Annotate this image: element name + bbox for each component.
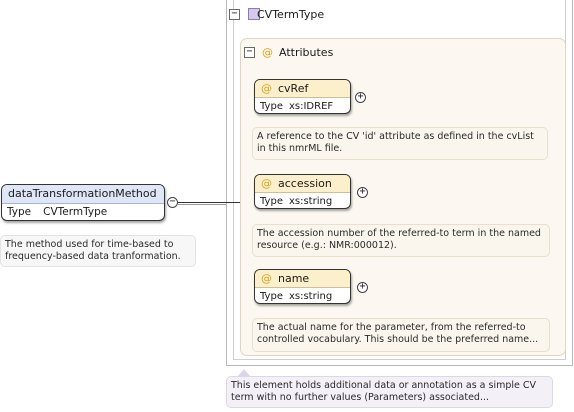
root-element-description: The method used for time-based to freque… — [0, 235, 196, 267]
attribute-header: @ name — [255, 270, 350, 288]
attributes-collapse-toggle[interactable]: − — [244, 47, 255, 58]
complex-type-description: This element holds additional data or an… — [226, 376, 553, 408]
attribute-name: cvRef — [278, 82, 309, 95]
attribute-name-expand-toggle[interactable]: + — [357, 282, 368, 293]
attribute-type-row: Type xs:string — [255, 288, 350, 303]
complex-type-description-pointer — [238, 369, 250, 376]
attribute-name-description: The actual name for the parameter, from … — [252, 318, 550, 352]
complex-type-name: CVTermType — [257, 8, 325, 21]
attribute-type-label: Type — [260, 291, 283, 302]
attribute-name: accession — [278, 177, 332, 190]
attribute-header: @ accession — [255, 175, 350, 193]
attribute-header: @ cvRef — [255, 80, 350, 98]
attribute-name: name — [278, 272, 310, 285]
attributes-at-icon: @ — [262, 46, 273, 59]
attribute-accession-description: The accession number of the referred-to … — [252, 224, 550, 257]
attribute-at-icon: @ — [261, 272, 272, 285]
root-element-name: dataTransformationMethod — [2, 185, 164, 204]
attribute-cvref-box[interactable]: @ cvRef Type xs:IDREF — [254, 79, 351, 114]
attribute-type-row: Type xs:string — [255, 193, 350, 208]
root-element-type-label: Type — [7, 206, 32, 218]
complex-type-icon — [248, 8, 260, 20]
root-element-type-row: Type CVTermType — [2, 204, 164, 220]
root-element-collapse-toggle[interactable]: − — [167, 197, 178, 208]
attribute-type-row: Type xs:IDREF — [255, 98, 350, 113]
attribute-at-icon: @ — [261, 82, 272, 95]
complex-type-collapse-toggle[interactable]: − — [229, 9, 240, 20]
attribute-cvref-description: A reference to the CV 'id' attribute as … — [252, 127, 548, 160]
root-element-type-value: CVTermType — [43, 206, 108, 218]
connector-line-shadow — [178, 204, 226, 205]
attribute-at-icon: @ — [261, 177, 272, 190]
attributes-group-label: Attributes — [279, 46, 334, 59]
attribute-cvref-expand-toggle[interactable]: + — [355, 92, 366, 103]
attribute-type-value: xs:string — [288, 196, 333, 207]
attribute-type-value: xs:string — [288, 291, 333, 302]
attribute-type-value: xs:IDREF — [288, 101, 334, 112]
attribute-accession-box[interactable]: @ accession Type xs:string — [254, 174, 351, 209]
attribute-type-label: Type — [260, 196, 283, 207]
connector-line — [178, 202, 240, 203]
attribute-type-label: Type — [260, 101, 283, 112]
attribute-name-box[interactable]: @ name Type xs:string — [254, 269, 351, 304]
attribute-accession-expand-toggle[interactable]: + — [357, 187, 368, 198]
root-element-box[interactable]: dataTransformationMethod Type CVTermType — [1, 184, 165, 221]
